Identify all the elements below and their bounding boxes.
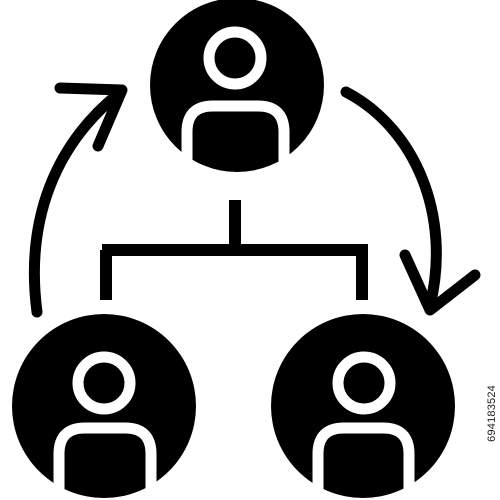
bottom-right-person-head-ring [332,351,396,415]
bottom-right-person-icon [271,314,455,500]
bottom-left-person-icon [12,314,196,500]
left-arrow-arc [28,88,124,318]
left-curved-arrow-icon [28,82,128,318]
bottom-left-person-head-ring [72,351,136,415]
right-arrow-arc [340,86,442,312]
bottom-right-person-body-outline [312,422,415,500]
left-arrow-head [54,82,128,152]
top-person-icon [150,0,324,172]
hierarchy-connector-icon [100,200,368,300]
right-curved-arrow-icon [340,86,481,316]
right-arrow-head [399,249,481,316]
stock-id-watermark: 694183524 [486,385,498,442]
top-person-body-outline [181,100,290,170]
top-person-head-ring [203,26,267,90]
bottom-left-person-body-outline [53,422,157,500]
